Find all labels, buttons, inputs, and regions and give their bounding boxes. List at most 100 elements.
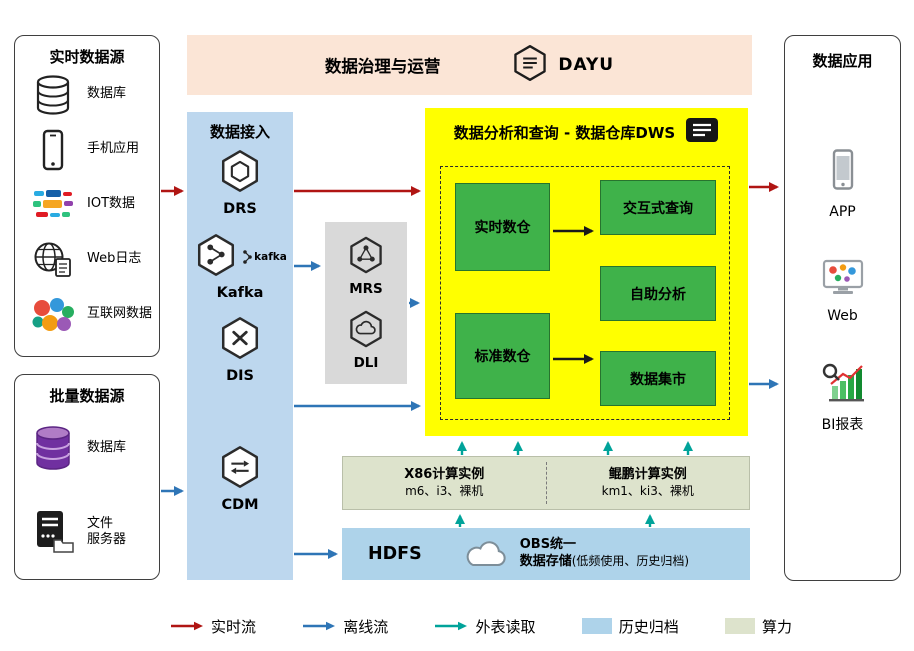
- hdfs-label: HDFS: [368, 544, 422, 564]
- processing-item-mrs: MRS: [346, 235, 386, 297]
- legend-label: 离线流: [343, 617, 389, 636]
- ingestion-item-kafka: kafka Kafka: [187, 232, 293, 301]
- kafka-icon: [193, 232, 239, 282]
- bi-report-icon: [819, 362, 867, 408]
- governance-title: 数据治理与运营: [324, 57, 441, 76]
- source-label: 文件 服务器: [87, 515, 127, 547]
- service-data-mart: 数据集市: [600, 351, 716, 406]
- warehouse-realtime: 实时数仓: [455, 183, 550, 271]
- archive-swatch: [581, 618, 612, 634]
- internet-data-icon: [25, 296, 81, 334]
- iot-icon: [25, 188, 81, 222]
- processing-box: MRS DLI: [325, 222, 407, 384]
- processing-item-dli: DLI: [346, 309, 386, 371]
- mrs-icon: [346, 235, 386, 279]
- obs-note: (低频使用、历史归档): [571, 554, 690, 568]
- app-item-bi-report: BI报表: [785, 362, 900, 434]
- weblog-icon: [25, 240, 81, 280]
- ingestion-item-drs: DRS: [187, 148, 293, 217]
- source-item-database: 数据库: [15, 67, 159, 122]
- data-applications-panel: 数据应用 APP W: [784, 35, 901, 581]
- service-self-analysis: 自助分析: [600, 266, 716, 321]
- web-monitor-icon: [820, 258, 866, 302]
- dli-icon: [346, 309, 386, 353]
- dws-dashed-border: [440, 166, 730, 420]
- source-item-weblog: Web日志: [15, 232, 159, 287]
- app-item-app: APP: [785, 148, 900, 220]
- obs-line2: 数据存储: [519, 554, 572, 569]
- legend-item-compute-power: 算力: [724, 616, 792, 637]
- ingestion-label: CDM: [221, 497, 259, 513]
- source-label: 数据库: [87, 439, 127, 455]
- database-icon: [25, 74, 81, 116]
- compute-x86-spec: m6、i3、裸机: [405, 483, 484, 498]
- batch-sources-panel: 批量数据源 数据库: [14, 374, 160, 580]
- kafka-wordmark: kafka: [241, 249, 287, 265]
- ingestion-label: Kafka: [216, 285, 264, 301]
- legend-label: 外表读取: [475, 617, 536, 636]
- warehouse-standard: 标准数仓: [455, 313, 550, 399]
- app-label: BI报表: [821, 417, 864, 433]
- legend-label: 实时流: [211, 617, 257, 636]
- ingestion-label: DRS: [223, 201, 257, 217]
- legend-item-archive: 历史归档: [581, 616, 679, 637]
- compute-kunpeng: 鲲鹏计算实例 km1、ki3、裸机: [547, 457, 750, 509]
- dws-title: 数据分析和查询 - 数据仓库DWS: [453, 123, 676, 142]
- realtime-flow-arrow-icon: [171, 621, 203, 631]
- legend-item-external-read: 外表读取: [434, 616, 535, 637]
- source-item-batch-database: 数据库: [15, 406, 159, 490]
- source-label: Web日志: [87, 251, 142, 267]
- legend: 实时流 离线流 外表读取 历史归档 算力: [170, 612, 792, 640]
- app-item-web: Web: [785, 258, 900, 324]
- governance-banner: 数据治理与运营 DAYU: [187, 35, 752, 95]
- service-interactive-query: 交互式查询: [600, 180, 716, 235]
- obs-line1: OBS统一: [519, 537, 577, 553]
- purple-database-icon: [25, 424, 81, 472]
- source-item-iot: IOT数据: [15, 177, 159, 232]
- app-label: APP: [829, 204, 856, 220]
- compute-x86: X86计算实例 m6、i3、裸机: [343, 457, 546, 509]
- dws-doc-icon: [685, 117, 719, 147]
- source-item-internet-data: 互联网数据: [15, 287, 159, 342]
- realtime-sources-panel: 实时数据源 数据库: [14, 35, 160, 357]
- data-ingestion-title: 数据接入: [209, 123, 270, 141]
- compute-kunpeng-title: 鲲鹏计算实例: [608, 467, 687, 483]
- legend-item-offline-flow: 离线流: [302, 616, 388, 637]
- data-applications-title: 数据应用: [812, 52, 873, 70]
- dayu-logo-text: DAYU: [558, 55, 615, 75]
- offline-flow-arrow-icon: [303, 621, 336, 631]
- source-label: 互联网数据: [87, 306, 153, 322]
- dis-icon: [217, 315, 263, 365]
- compute-instances-box: X86计算实例 m6、i3、裸机 鲲鹏计算实例 km1、ki3、裸机: [342, 456, 750, 510]
- app-phone-icon: [823, 148, 863, 198]
- batch-sources-title: 批量数据源: [49, 387, 125, 405]
- compute-swatch: [724, 618, 755, 634]
- dayu-icon: [510, 43, 550, 87]
- data-ingestion-column: 数据接入 DRS: [187, 112, 293, 580]
- app-label: Web: [827, 308, 858, 324]
- processing-label: DLI: [353, 355, 379, 372]
- obs-storage-text: OBS统一 数据存储(低频使用、历史归档): [520, 537, 689, 571]
- source-item-file-server: 文件 服务器: [15, 490, 159, 574]
- source-item-mobile-app: 手机应用: [15, 122, 159, 177]
- source-label: IOT数据: [87, 196, 136, 212]
- compute-kunpeng-spec: km1、ki3、裸机: [601, 483, 694, 498]
- storage-box: HDFS OBS统一 数据存储(低频使用、历史归档): [342, 528, 750, 580]
- ingestion-label: DIS: [226, 368, 254, 384]
- legend-label: 算力: [761, 617, 792, 636]
- kafka-logo-icon: [243, 250, 252, 264]
- kafka-wordmark-text: kafka: [254, 251, 287, 263]
- compute-x86-title: X86计算实例: [404, 467, 485, 483]
- legend-label: 历史归档: [618, 617, 679, 636]
- realtime-sources-title: 实时数据源: [49, 48, 125, 66]
- external-read-arrow-icon: [435, 621, 468, 631]
- file-server-icon: [25, 509, 81, 555]
- dayu-logo: DAYU: [510, 43, 614, 87]
- source-label: 数据库: [87, 86, 127, 102]
- processing-label: MRS: [349, 280, 383, 297]
- drs-icon: [217, 148, 263, 198]
- cdm-icon: [217, 444, 263, 494]
- source-label: 手机应用: [87, 141, 140, 157]
- ingestion-item-cdm: CDM: [187, 444, 293, 513]
